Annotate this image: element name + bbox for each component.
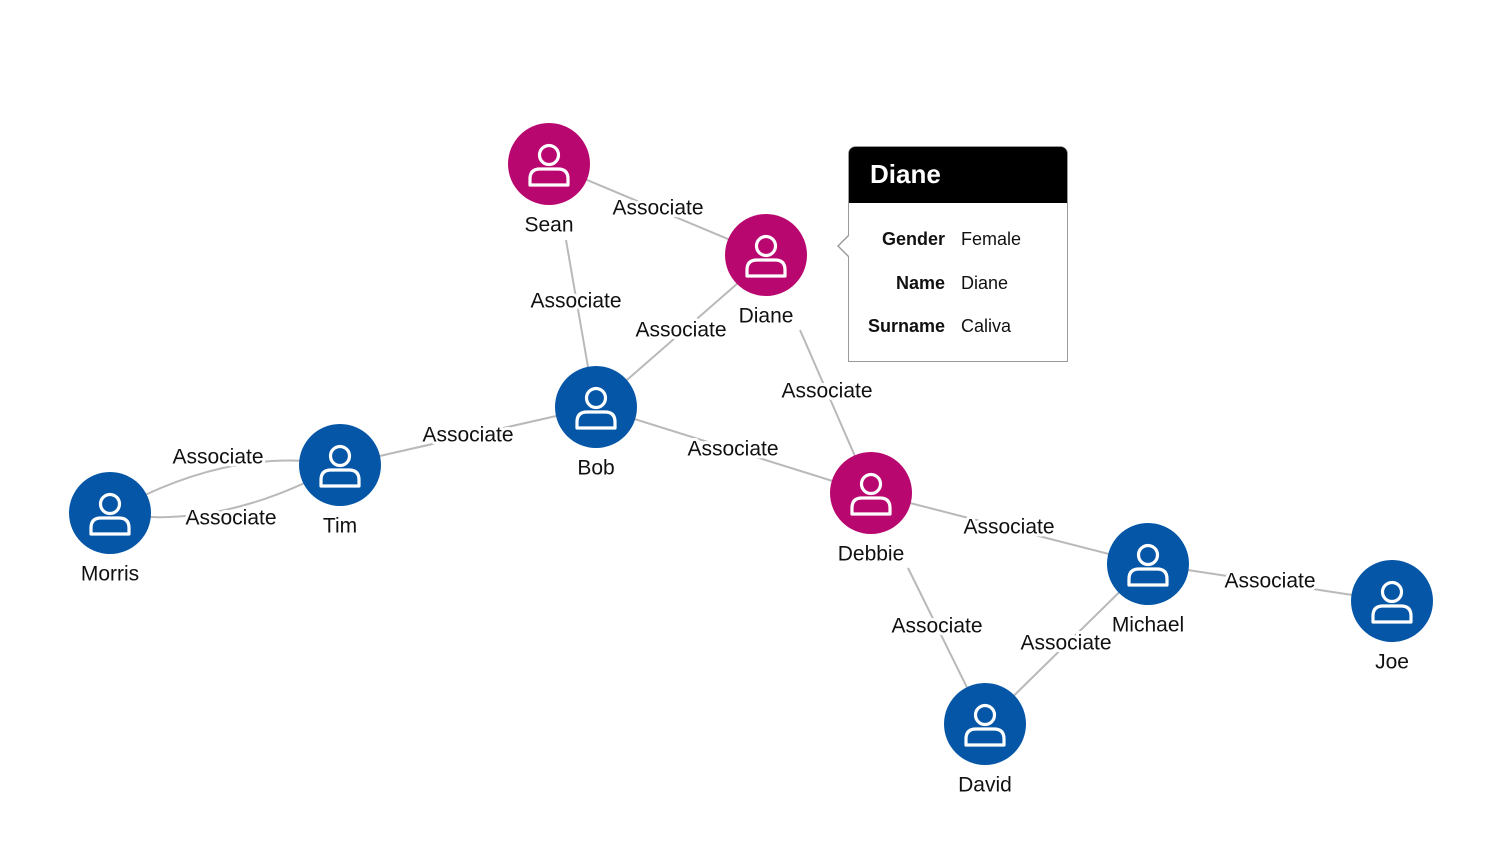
tooltip-title: Diane [849,147,1067,203]
edge-bob-tim[interactable] [339,406,597,466]
node-tooltip: Diane Gender Female Name Diane Surname C… [837,146,1068,362]
tooltip-key: Gender [881,229,945,249]
node-morris[interactable]: Morris [69,472,151,586]
person-icon [1371,580,1413,624]
nodes-layer: SeanDianeBobTimMorrisDebbieMichaelJoeDav… [69,123,1433,797]
person-icon [964,703,1006,747]
edge-label: Associate [891,615,982,638]
edge-label: Associate [687,438,778,461]
tooltip-rows: Gender Female Name Diane Surname Caliva [849,203,1067,360]
tooltip-value: Female [961,229,1022,249]
edge-label: Associate [422,424,513,447]
person-icon [575,386,617,430]
edge-label: Associate [963,516,1054,539]
tooltip-value: Diane [961,272,1009,293]
person-icon [89,492,131,536]
node-tim[interactable]: Tim [299,424,381,538]
edge-label: Associate [635,319,726,342]
node-david[interactable]: David [944,683,1026,797]
node-label: Bob [577,457,614,480]
edge-label: Associate [1224,570,1315,593]
edge-label: Associate [612,197,703,220]
edge-bob-debbie[interactable] [595,406,872,494]
edge-label: Associate [781,380,872,403]
edge-label: Associate [172,446,263,469]
edge-debbie-michael[interactable] [870,492,1149,565]
edge-label: Associate [185,507,276,530]
edge-labels-layer: AssociateAssociateAssociateAssociateAsso… [169,194,1318,658]
node-label: Diane [739,305,794,328]
node-debbie[interactable]: Debbie [830,452,912,566]
node-label: Morris [81,563,139,586]
node-label: Sean [524,214,573,237]
node-label: Tim [323,515,357,538]
tooltip-key: Name [895,272,945,293]
node-label: Michael [1112,614,1184,637]
person-icon [528,143,570,187]
person-icon [850,472,892,516]
tooltip-row-gender: Gender Female [849,229,1067,273]
node-label: Debbie [838,543,905,566]
tooltip-key: Surname [867,316,945,336]
node-michael[interactable]: Michael [1107,523,1189,637]
node-sean[interactable]: Sean [508,123,590,237]
person-icon [745,234,787,278]
person-icon [319,444,361,488]
node-label: David [958,774,1012,797]
node-label: Joe [1375,651,1409,674]
tooltip-row-name: Name Diane [849,273,1067,317]
node-bob[interactable]: Bob [555,366,637,480]
edge-sean-bob[interactable] [565,239,589,368]
edge-label: Associate [1020,632,1111,655]
node-diane[interactable]: Diane [725,214,807,328]
edge-michael-joe[interactable] [1147,563,1393,602]
tooltip-pointer-fill [839,235,850,257]
edge-label: Associate [530,290,621,313]
tooltip-row-surname: Surname Caliva [849,316,1067,360]
tooltip-value: Caliva [961,316,1012,336]
node-joe[interactable]: Joe [1351,560,1433,674]
person-icon [1127,543,1169,587]
